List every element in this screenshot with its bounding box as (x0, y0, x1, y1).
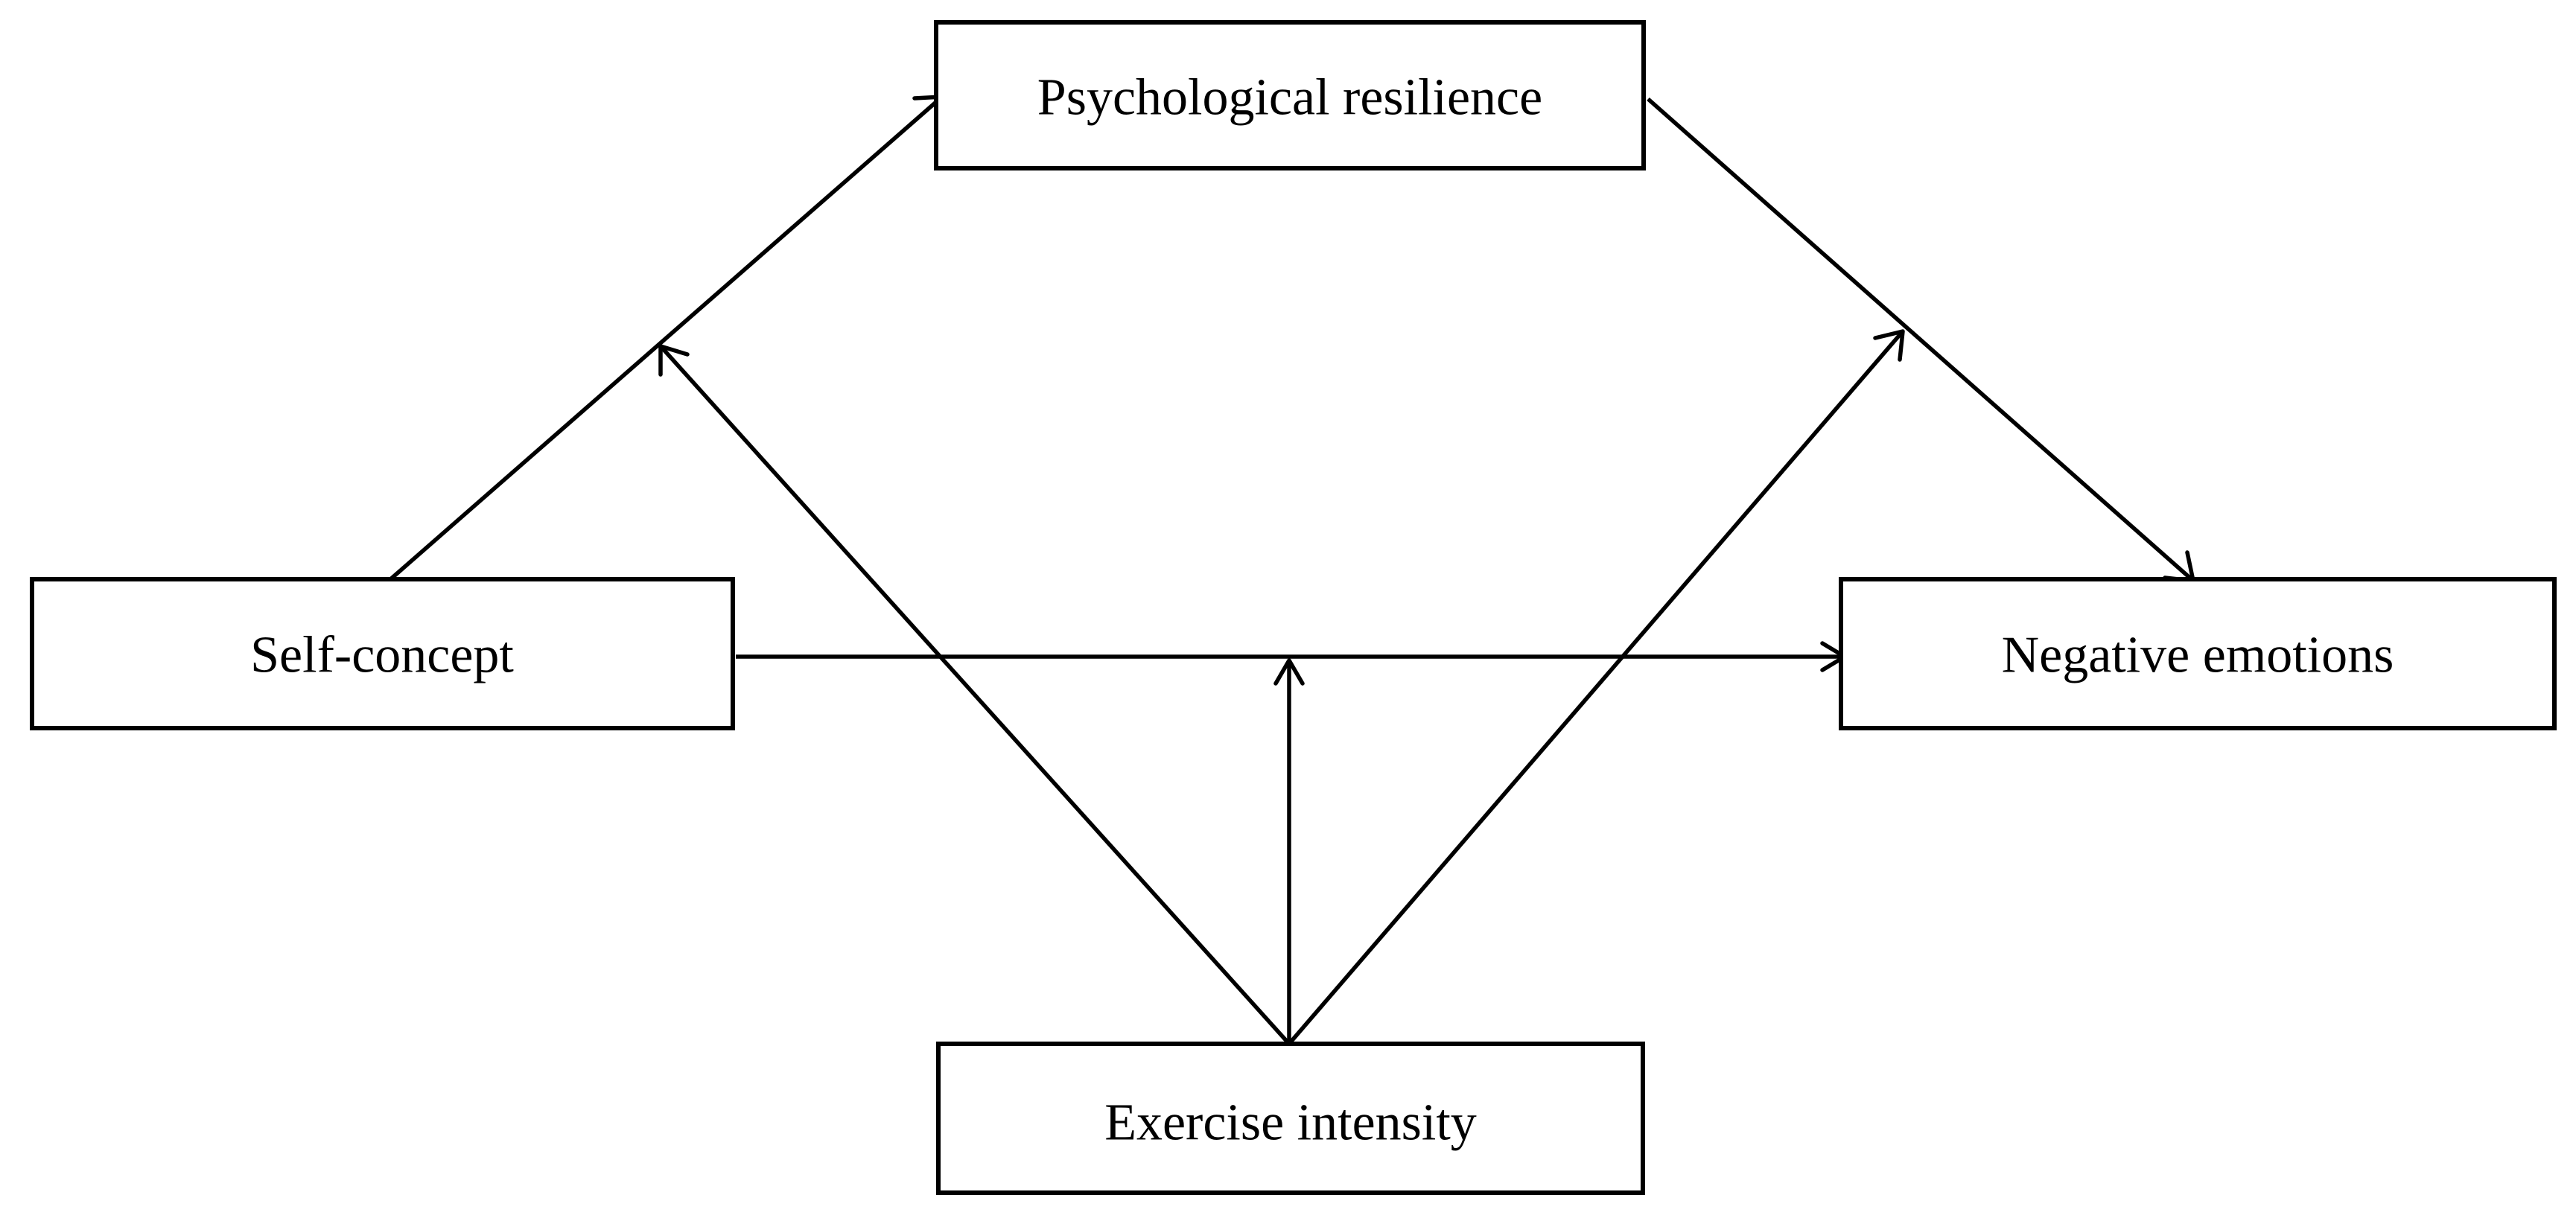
arrowhead-moderation-direct (1273, 658, 1305, 686)
edges (387, 95, 2195, 1045)
edge-self-concept-to-resilience (387, 95, 944, 583)
edge-exercise-to-path-b (1287, 330, 1905, 1045)
node-psychological-resilience: Psychological resilience (934, 20, 1646, 170)
arrowhead-moderation-a (658, 344, 690, 377)
node-box (30, 577, 735, 730)
node-box (934, 20, 1646, 170)
node-self-concept: Self-concept (30, 577, 735, 730)
node-box (936, 1042, 1645, 1195)
edge-resilience-to-negative-emotions (1647, 97, 2195, 583)
edge-exercise-to-path-a (658, 345, 1291, 1045)
node-box (1839, 577, 2557, 730)
node-negative-emotions: Negative emotions (1839, 577, 2557, 730)
node-label: Psychological resilience (1037, 69, 1542, 127)
node-label: Self-concept (250, 627, 514, 684)
node-label: Exercise intensity (1104, 1094, 1477, 1152)
node-exercise-intensity: Exercise intensity (936, 1042, 1645, 1195)
arrowhead-moderation-b (1873, 329, 1905, 362)
node-label: Negative emotions (2002, 627, 2394, 684)
